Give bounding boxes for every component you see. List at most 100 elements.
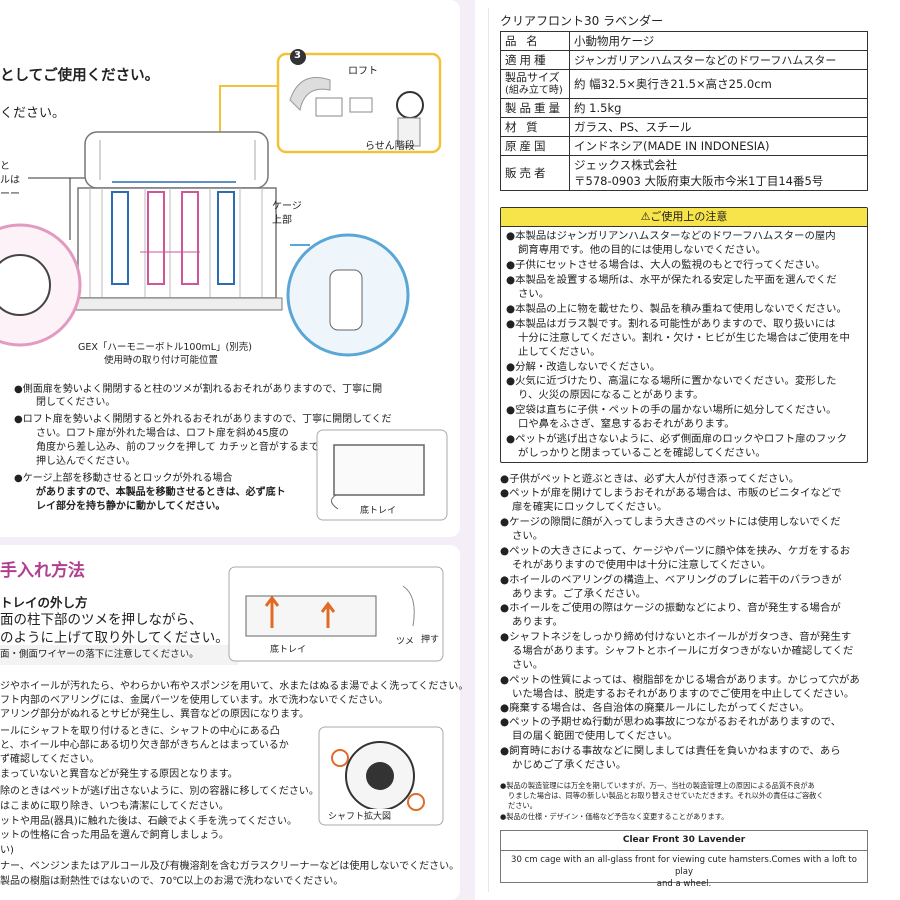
spec-row: 適用種ジャンガリアンハムスターなどのドワーフハムスター xyxy=(500,50,868,70)
caution-bullet: ●ケージ上部を移動させるとロックが外れる場合 xyxy=(14,473,233,484)
english-description-box: Clear Front 30 Lavender 30 cm cage with … xyxy=(500,830,868,889)
general-line: あります。ご了承ください。 xyxy=(512,588,647,600)
tray-removal-diagram xyxy=(228,566,444,662)
caution-line: ●空袋は直ちに子供・ペットの手の届かない場所に処分してください。 xyxy=(506,404,837,416)
general-line: ●ホイールをご使用の際はケージの振動などにより、音が発生する場合が xyxy=(500,602,841,614)
cage-top xyxy=(84,131,269,189)
blue-slot xyxy=(217,191,235,285)
stairs-tube-icon xyxy=(397,117,421,147)
general-line: 扉を確実にロックしてください。 xyxy=(512,501,668,513)
stairs-label: らせん階段 xyxy=(365,141,415,152)
spec-value: 約 幅32.5×奥行き21.5×高さ25.0cm xyxy=(569,69,868,99)
fragment-text: と xyxy=(0,161,10,172)
spec-key: 品 名 xyxy=(500,31,570,51)
spec-value: ジャンガリアンハムスターなどのドワーフハムスター xyxy=(569,50,868,70)
caution-bullet: さい。ロフト扉が外れた場合は、ロフト扉を斜め45度の xyxy=(36,428,289,439)
care-line: ールにシャフトを取り付けるときに、シャフトの中心にある凸 xyxy=(0,726,280,737)
spec-key-line: 製品サイズ xyxy=(505,71,560,84)
blue-slot xyxy=(111,191,129,285)
care-line: はこまめに取り除き、いつも清潔にしてください。 xyxy=(0,801,229,812)
general-line: さい。 xyxy=(512,530,544,542)
product-title: クリアフロント30 ラベンダー xyxy=(500,14,664,28)
caution-line: ●子供にセットさせる場合は、大人の監視のもとで行ってください。 xyxy=(506,259,826,271)
cage-base xyxy=(69,297,283,311)
hand-icon xyxy=(331,494,339,510)
spec-value: 約 1.5kg xyxy=(569,98,868,118)
care-title: 手入れ方法 xyxy=(0,561,85,581)
general-line: ●飼育時における事故などに関しましては責任を負いかねますので、あら xyxy=(500,745,841,757)
spec-key: 適用種 xyxy=(500,50,570,70)
care-line: 製品の樹脂は耐熱性ではないので、70℃以上のお湯で洗わないでください。 xyxy=(0,876,344,887)
spec-row: 材 質ガラス、PS、スチール xyxy=(500,117,868,137)
care-line: フト内部のベアリングには、金属パーツを使用しています。水で洗わないでください。 xyxy=(0,695,389,706)
spec-row: 製品重量約 1.5kg xyxy=(500,98,868,118)
spec-key: 原産国 xyxy=(500,136,570,156)
fragment-text: ルは xyxy=(0,175,20,186)
spec-key: 材 質 xyxy=(500,117,570,137)
step-number-badge xyxy=(290,49,306,65)
spec-value: インドネシア(MADE IN INDONESIA) xyxy=(569,136,868,156)
caution-line: 飼育専用です。他の目的には使用しないでください。 xyxy=(518,244,767,256)
general-line: いた場合は、脱走するおそれがありますのでご使用を中止してください。 xyxy=(512,688,855,700)
care-line: 除のときはペットが逃げ出さないように、別の容器に移してください。 xyxy=(0,786,319,797)
caution-box: ⚠ご使用上の注意 xyxy=(500,207,868,463)
spec-row: 原産国インドネシア(MADE IN INDONESIA) xyxy=(500,136,868,156)
general-line: あります。 xyxy=(512,616,563,628)
spec-value: ジェックス株式会社〒578-0903 大阪府東大阪市今米1丁目14番5号 xyxy=(569,155,868,191)
caution-bullet: 角度から差し込み、前のフックを押して カチッと音がするまで xyxy=(36,442,319,453)
spec-key: 製品重量 xyxy=(500,98,570,118)
english-text: 30 cm cage with an all-glass front for v… xyxy=(511,855,857,877)
setup-subheading: ください。 xyxy=(0,106,66,121)
spec-row: 製品サイズ(組み立て時)約 幅32.5×奥行き21.5×高さ25.0cm xyxy=(500,69,868,99)
shaft-diagram xyxy=(318,726,444,826)
highlight-circle xyxy=(407,793,425,811)
caution-line: ●本製品はガラス製です。割れる可能性がありますので、取り扱いには xyxy=(506,318,836,330)
caution-bullet: ●ロフト扉を勢いよく開閉すると外れるおそれがありますので、丁寧に開閉してくだ xyxy=(14,414,392,425)
spec-value: 小動物用ケージ xyxy=(569,31,868,51)
general-line: 目の届く範囲で使用してください。 xyxy=(512,730,678,742)
general-line: ●ペットの予期せぬ行動が思わぬ事故につながるおそれがありますので、 xyxy=(500,716,842,728)
claw-label: ツメ xyxy=(396,637,415,647)
caution-title: ⚠ご使用上の注意 xyxy=(501,208,867,227)
caution-line: 十分に注意してください。割れ・欠け・ヒビが生じた場合はご使用を中 xyxy=(518,332,850,344)
spec-key: 販売者 xyxy=(500,155,570,191)
left-panel: としてご使用ください。 ください。 と ルは ーー xyxy=(0,0,475,900)
bottle-caption: GEX「ハーモニーボトル100mL」(別売) xyxy=(78,342,252,353)
general-line: ●廃棄する場合は、各自治体の廃棄ルールにしたがってください。 xyxy=(500,702,810,714)
fine-print: ●製品の仕様・デザイン・価格など予告なく変更することがあります。 xyxy=(500,812,729,821)
cage-diagram xyxy=(0,49,442,357)
setup-heading: としてご使用ください。 xyxy=(0,68,160,84)
care-line: アリング部分がぬれるとサビが発生し、異音などの原因になります。 xyxy=(0,709,309,720)
shaft-label: シャフト拡大図 xyxy=(328,809,392,822)
shaft-icon xyxy=(366,762,394,790)
caution-bullet: 押し込んでください。 xyxy=(36,456,136,467)
up-arrow-icon xyxy=(320,601,336,628)
caution-bullet: 閉してください。 xyxy=(36,397,116,408)
general-line: それがありますので使用中は十分に注意してください。 xyxy=(512,559,772,571)
care-line: まっていないと異音などが発生する原因となります。 xyxy=(0,769,238,780)
english-title: Clear Front 30 Lavender xyxy=(501,831,867,851)
fragment-text: ーー xyxy=(0,189,20,200)
note-bar: 面・側面ワイヤーの落下に注意してください。 xyxy=(0,645,238,665)
tray-body xyxy=(333,444,425,496)
caution-line: り、火災の原因になることがあります。 xyxy=(518,389,704,401)
tray-label-2: 底トレイ xyxy=(270,645,307,655)
tray-removal-text: 面の柱下部のツメを押しながら、 xyxy=(0,612,203,628)
caution-bullet: ●側面扉を勢いよく開閉すると柱のツメが割れるおそれがありますので、丁寧に開 xyxy=(14,384,383,395)
caution-line: ●本製品の上に物を載せたり、製品を積み重ねて使用しないでください。 xyxy=(506,303,847,315)
spec-table: 品 名小動物用ケージ 適用種ジャンガリアンハムスターなどのドワーフハムスター 製… xyxy=(500,31,868,191)
caution-bullet: レイ部分を持ち静かに動かしてください。 xyxy=(36,501,226,512)
bottle-icon xyxy=(329,269,363,331)
pink-slot xyxy=(147,191,165,285)
loft-panel-icon xyxy=(349,97,373,113)
general-line: ●ケージの隙間に顔が入ってしまう大きさのペットには使用しないでくだ xyxy=(500,516,841,528)
general-line: ●シャフトネジをしっかり締め付けないとホイールがガタつき、音が発生す xyxy=(500,631,852,643)
caution-line: 止してください。 xyxy=(518,346,601,358)
caution-line: ●ペットが逃げ出さないように、必ず側面扉のロックやロフト扉のフック xyxy=(506,433,848,445)
bottle-caption-2: 使用時の取り付け可能位置 xyxy=(104,355,219,366)
general-line: ●ペットが扉を開けてしまうおそれがある場合は、市販のビニタイなどで xyxy=(500,487,842,499)
push-label: 押す xyxy=(421,635,440,645)
general-line: かじめご了承ください。 xyxy=(512,759,627,771)
caution-line: ●本製品はジャンガリアンハムスターなどのドワーフハムスターの屋内 xyxy=(506,230,836,242)
care-line: ットの性格に合った用品を選んで飼育しましょう。 xyxy=(0,830,229,841)
